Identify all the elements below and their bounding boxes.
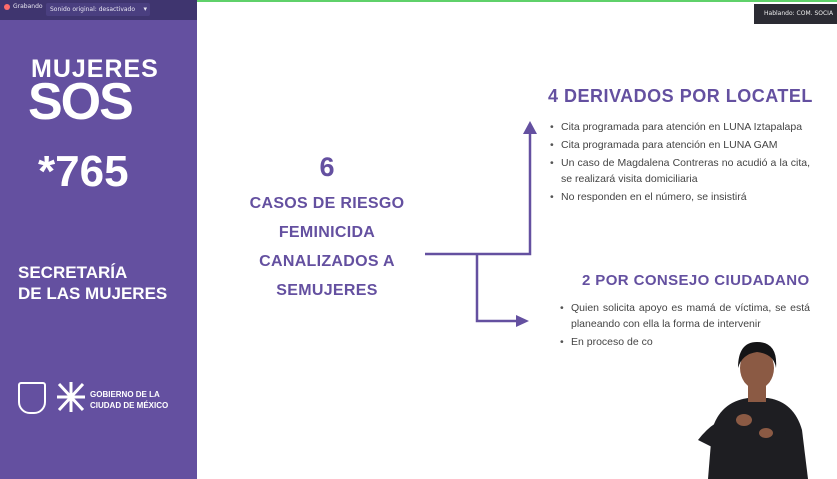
cdmx-shield-icon	[18, 382, 46, 414]
branch1-list: Cita programada para atención en LUNA Iz…	[548, 119, 810, 207]
main-statement: 6 CASOS DE RIESGO FEMINICIDA CANALIZADOS…	[232, 152, 422, 305]
audio-label: Sonido original: desactivado	[50, 6, 136, 13]
connector-right	[475, 254, 520, 323]
phone-number: *765	[38, 147, 129, 196]
arrow-up-icon	[523, 121, 537, 134]
speaking-indicator: Hablando: COM. SOCIA	[754, 4, 837, 24]
connector-up	[425, 128, 532, 256]
case-count: 6	[319, 152, 335, 182]
branch1-title: 4 DERIVADOS POR LOCATEL	[548, 86, 813, 106]
branch2-list: Quien solicita apoyo es mamá de víctima,…	[558, 300, 810, 352]
department-name: SECRETARÍA DE LAS MUJERES	[18, 262, 167, 304]
statement-line: FEMINICIDA	[278, 224, 376, 241]
logo-sos: SOS	[28, 73, 134, 131]
statement-line: CASOS DE RIESGO	[249, 195, 405, 212]
department-line-1: SECRETARÍA	[18, 263, 128, 282]
original-sound-dropdown[interactable]: Sonido original: desactivado ▾	[46, 3, 150, 16]
recording-indicator: Grabando	[4, 3, 43, 10]
list-item: Cita programada para atención en LUNA GA…	[548, 137, 810, 153]
list-item: No responden en el número, se insistirá	[548, 189, 810, 205]
government-label: GOBIERNO DE LA CIUDAD DE MÉXICO	[90, 389, 168, 411]
arrow-right-icon	[516, 315, 529, 327]
sidebar	[0, 20, 197, 479]
logo-mujeres: MUJERES	[31, 55, 159, 83]
statement-line: SEMUJERES	[276, 282, 378, 299]
interpreter-figure	[668, 330, 837, 479]
government-line-2: CIUDAD DE MÉXICO	[90, 401, 169, 410]
list-item: En proceso de co	[558, 334, 810, 350]
list-item: Cita programada para atención en LUNA Iz…	[548, 119, 810, 135]
sign-language-interpreter	[668, 330, 837, 479]
active-speaker-border	[197, 0, 837, 2]
recording-label: Grabando	[13, 3, 43, 10]
government-line-1: GOBIERNO DE LA	[90, 390, 160, 399]
statement-line: CANALIZADOS A	[259, 253, 395, 270]
chevron-down-icon: ▾	[143, 5, 147, 13]
list-item: Quien solicita apoyo es mamá de víctima,…	[558, 300, 810, 332]
meeting-toolbar: Grabando Sonido original: desactivado ▾	[0, 0, 197, 20]
list-item: Un caso de Magdalena Contreras no acudió…	[548, 155, 810, 187]
record-dot-icon	[4, 3, 10, 10]
cdmx-knot-icon	[57, 382, 85, 412]
department-line-2: DE LAS MUJERES	[18, 284, 168, 303]
branch2-title: 2 POR CONSEJO CIUDADANO	[582, 272, 810, 289]
